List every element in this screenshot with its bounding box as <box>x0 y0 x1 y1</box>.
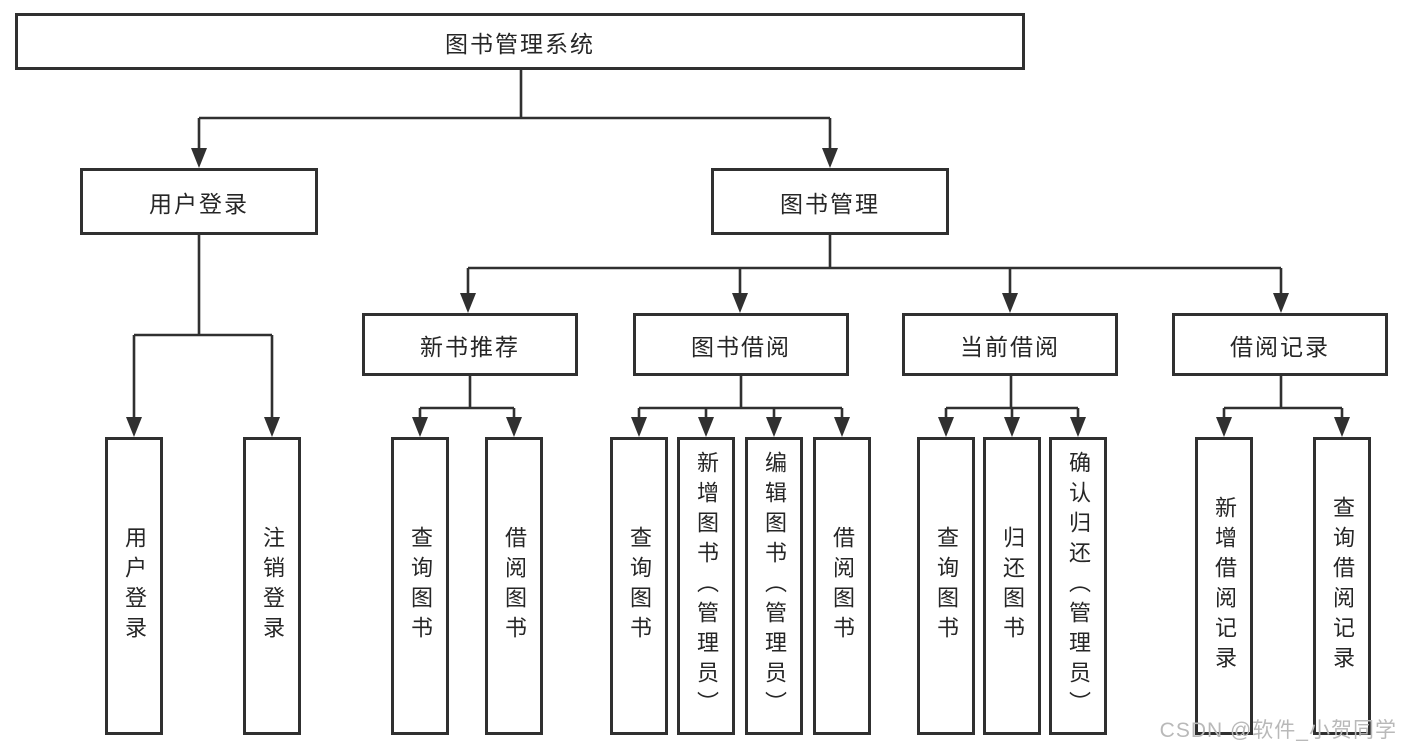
node-book-management: 图书管理 <box>711 168 949 235</box>
leaf-logout: 注销登录 <box>243 437 301 735</box>
node-root-system: 图书管理系统 <box>15 13 1025 70</box>
leaf-add-books-admin: 新增图书（管理员） <box>677 437 735 735</box>
leaf-edit-books-admin-label: 编辑图书（管理员） <box>762 451 787 721</box>
leaf-borrow-books-borrowing: 借阅图书 <box>813 437 871 735</box>
leaf-borrow-books-recommend: 借阅图书 <box>485 437 543 735</box>
leaf-logout-label: 注销登录 <box>260 526 285 646</box>
node-borrowing-records-label: 借阅记录 <box>1230 333 1330 360</box>
leaf-add-books-admin-label: 新增图书（管理员） <box>694 451 719 721</box>
leaf-return-books: 归还图书 <box>983 437 1041 735</box>
node-root-label: 图书管理系统 <box>445 30 595 57</box>
leaf-user-login: 用户登录 <box>105 437 163 735</box>
leaf-return-books-label: 归还图书 <box>1000 526 1025 646</box>
leaf-query-books-recommend: 查询图书 <box>391 437 449 735</box>
leaf-borrow-books-borrowing-label: 借阅图书 <box>830 526 855 646</box>
leaf-query-books-recommend-label: 查询图书 <box>408 526 433 646</box>
node-borrowing-records: 借阅记录 <box>1172 313 1388 376</box>
leaf-query-borrow-record-label: 查询借阅记录 <box>1330 496 1355 676</box>
leaf-query-books-borrowing: 查询图书 <box>610 437 668 735</box>
node-current-borrowing-label: 当前借阅 <box>960 333 1060 360</box>
node-book-management-label: 图书管理 <box>780 190 880 217</box>
leaf-borrow-books-recommend-label: 借阅图书 <box>502 526 527 646</box>
leaf-confirm-return-admin: 确认归还（管理员） <box>1049 437 1107 735</box>
node-book-borrowing: 图书借阅 <box>633 313 849 376</box>
node-new-book-recommend: 新书推荐 <box>362 313 578 376</box>
leaf-query-books-borrowing-label: 查询图书 <box>627 526 652 646</box>
leaf-confirm-return-admin-label: 确认归还（管理员） <box>1066 451 1091 721</box>
leaf-query-books-current-label: 查询图书 <box>934 526 959 646</box>
leaf-user-login-label: 用户登录 <box>122 526 147 646</box>
node-current-borrowing: 当前借阅 <box>902 313 1118 376</box>
node-user-login: 用户登录 <box>80 168 318 235</box>
leaf-add-borrow-record: 新增借阅记录 <box>1195 437 1253 735</box>
node-user-login-label: 用户登录 <box>149 190 249 217</box>
leaf-query-books-current: 查询图书 <box>917 437 975 735</box>
leaf-edit-books-admin: 编辑图书（管理员） <box>745 437 803 735</box>
node-new-book-recommend-label: 新书推荐 <box>420 333 520 360</box>
csdn-watermark: CSDN @软件_小贺同学 <box>1159 719 1397 742</box>
leaf-query-borrow-record: 查询借阅记录 <box>1313 437 1371 735</box>
leaf-add-borrow-record-label: 新增借阅记录 <box>1212 496 1237 676</box>
node-book-borrowing-label: 图书借阅 <box>691 333 791 360</box>
